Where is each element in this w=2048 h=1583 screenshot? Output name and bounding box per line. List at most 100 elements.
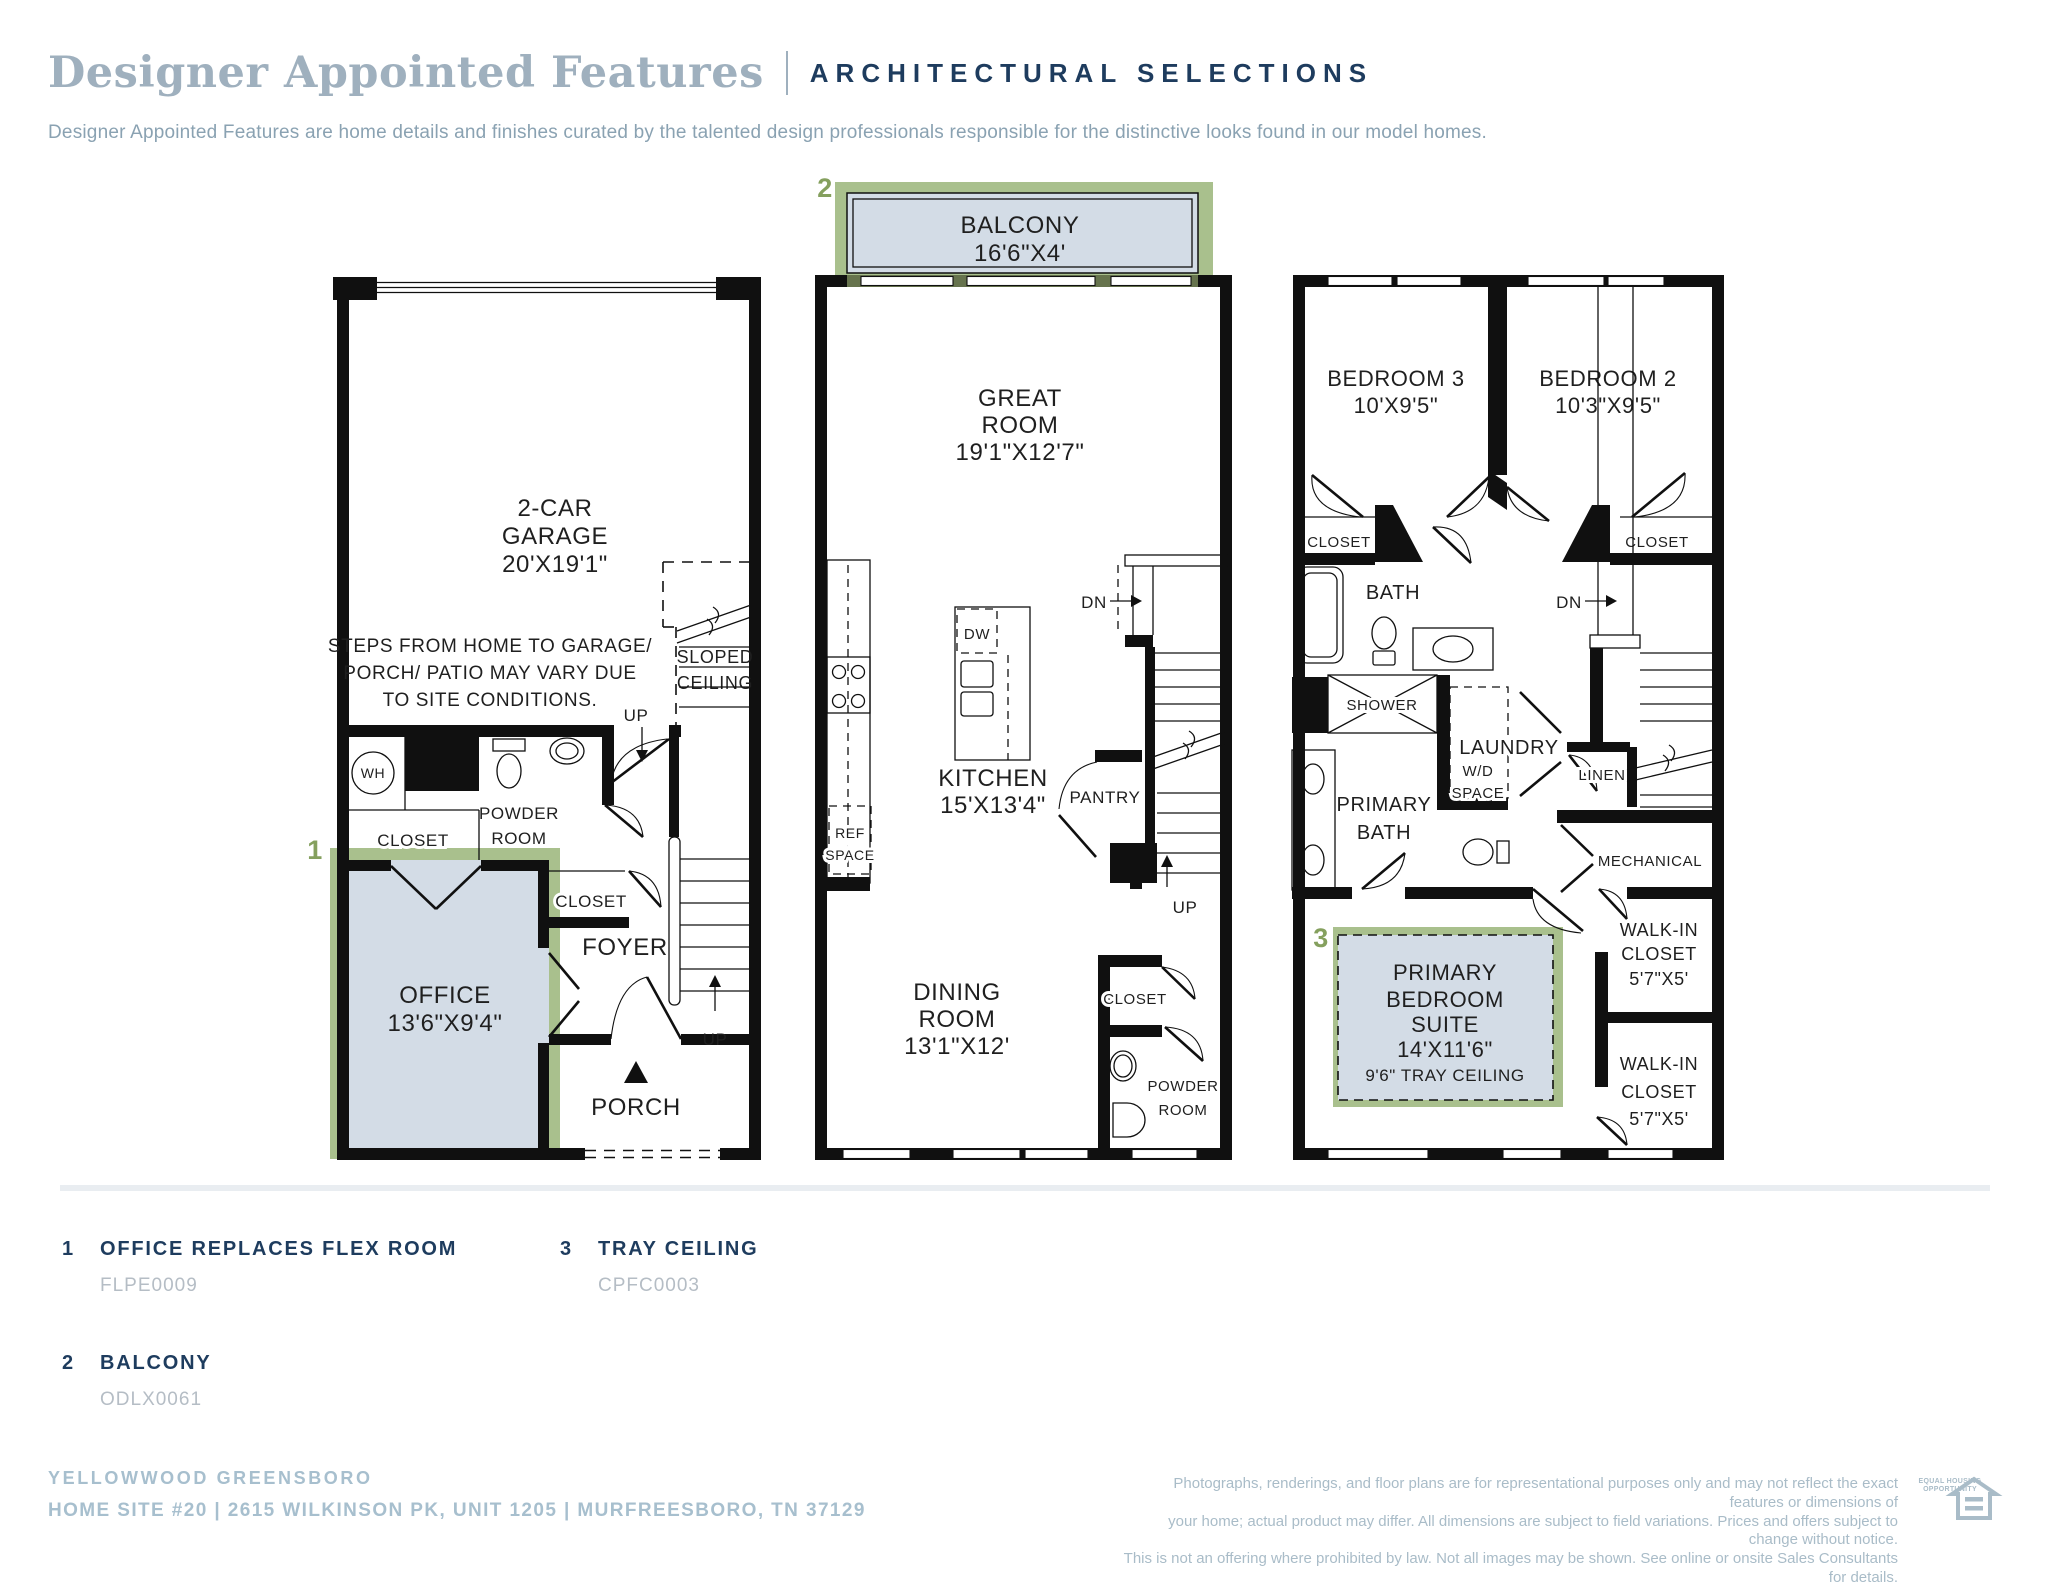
dn-label: DN bbox=[1081, 593, 1107, 612]
bedroom3-label: BEDROOM 3 bbox=[1327, 366, 1464, 391]
pantry-label: PANTRY bbox=[1070, 788, 1141, 807]
sloped-ceiling-label: CEILING bbox=[677, 673, 753, 693]
legend-number: 1 bbox=[62, 1238, 75, 1260]
wh-label: WH bbox=[361, 765, 386, 781]
site-note: STEPS FROM HOME TO GARAGE/ bbox=[328, 636, 652, 657]
primary-bath-label: PRIMARY bbox=[1337, 794, 1432, 816]
balcony-label: BALCONY bbox=[961, 212, 1080, 239]
kitchen-counter bbox=[822, 559, 872, 891]
mechanical-label: MECHANICAL bbox=[1598, 853, 1702, 870]
sloped-ceiling-boundary bbox=[662, 561, 749, 737]
page-title: Designer Appointed Features bbox=[48, 48, 764, 98]
office-foyer-doors bbox=[548, 952, 580, 1038]
front-door bbox=[610, 976, 683, 1040]
kitchen-dims: 15'X13'4" bbox=[940, 792, 1046, 819]
legend-title: OFFICE REPLACES FLEX ROOM bbox=[100, 1238, 458, 1260]
powder-room-label: POWDER bbox=[479, 804, 559, 823]
stairs bbox=[668, 604, 752, 1011]
legend-item-1: 1 OFFICE REPLACES FLEX ROOM FLPE0009 bbox=[62, 1238, 457, 1297]
interior-walls bbox=[349, 725, 749, 1148]
powder-room-label: ROOM bbox=[1158, 1102, 1207, 1119]
disclaimer-line: Photographs, renderings, and floor plans… bbox=[1173, 1475, 1898, 1511]
stairs bbox=[1589, 287, 1713, 808]
title-divider-bar bbox=[785, 51, 788, 95]
bath-fixtures bbox=[1296, 526, 1494, 671]
closet-upper-label: CLOSET bbox=[377, 831, 449, 850]
suite-walls bbox=[1292, 887, 1712, 934]
garage-dims: 20'X19'1" bbox=[502, 551, 608, 578]
dishwasher-label: DW bbox=[964, 626, 990, 643]
powder-room-label: ROOM bbox=[491, 829, 546, 848]
disclaimer-line: your home; actual product may differ. Al… bbox=[1168, 1512, 1898, 1549]
walkin-closet-top-label: CLOSET bbox=[1621, 944, 1697, 964]
legend-number: 2 bbox=[62, 1352, 75, 1374]
garage-entry-door bbox=[610, 737, 670, 785]
sloped-ceiling-label: SLOPED bbox=[677, 647, 754, 667]
bedroom-divider-wall bbox=[1446, 275, 1550, 523]
eho-text: OPPORTUNITY bbox=[1923, 1486, 1977, 1494]
exterior-walls bbox=[815, 275, 1232, 1160]
equal-housing-logo: EQUAL HOUSING OPPORTUNITY bbox=[1918, 1476, 2003, 1520]
up-door-arrow bbox=[636, 727, 648, 762]
floorplan-main-level: 2 BALCONY 16'6"X4' GREAT ROOM 19'1"X12'7… bbox=[815, 173, 1232, 1160]
kitchen-label: KITCHEN bbox=[938, 765, 1048, 792]
primary-suite-label: PRIMARY bbox=[1393, 960, 1497, 985]
section-divider bbox=[60, 1185, 1990, 1191]
primary-suite-dims: 14'X11'6" bbox=[1397, 1037, 1493, 1062]
porch-open-edge bbox=[585, 1148, 720, 1160]
laundry-label: LAUNDRY bbox=[1459, 737, 1558, 759]
laundry-walls bbox=[1437, 675, 1562, 810]
shower-label: SHOWER bbox=[1346, 697, 1417, 714]
primary-suite-label: BEDROOM bbox=[1386, 987, 1504, 1012]
legend-item-3: 3 TRAY CEILING CPFC0003 bbox=[560, 1238, 759, 1297]
bedroom2-label: BEDROOM 2 bbox=[1539, 366, 1676, 391]
walkin-closet-top-label: WALK-IN bbox=[1620, 920, 1699, 940]
primary-suite-ceiling: 9'6" TRAY CEILING bbox=[1365, 1066, 1524, 1085]
mechanical-walls bbox=[1557, 810, 1712, 893]
dn-arrow bbox=[1585, 595, 1617, 607]
water-heater-icon bbox=[349, 737, 479, 811]
shower bbox=[1292, 674, 1438, 734]
closet-lower-label: CLOSET bbox=[555, 892, 627, 911]
home-site-address: HOME SITE #20 | 2615 WILKINSON PK, UNIT … bbox=[48, 1500, 866, 1521]
wd-space-label: W/D bbox=[1463, 763, 1494, 780]
closet-label: CLOSET bbox=[1103, 991, 1167, 1008]
dn-label: DN bbox=[1556, 593, 1582, 612]
primary-suite-highlight bbox=[1333, 927, 1563, 1107]
kitchen-island bbox=[954, 606, 1031, 761]
ref-space-label: REF bbox=[835, 825, 865, 841]
primary-bath-label: BATH bbox=[1357, 822, 1411, 844]
legend-code: ODLX0061 bbox=[100, 1389, 203, 1410]
balcony-highlight bbox=[835, 182, 1213, 283]
closet-walls bbox=[1098, 955, 1196, 1160]
walkin-closet-bottom-label: CLOSET bbox=[1621, 1082, 1697, 1102]
porch-label: PORCH bbox=[591, 1094, 681, 1121]
eho-text: EQUAL HOUSING bbox=[1918, 1478, 1982, 1485]
site-note: PORCH/ PATIO MAY VARY DUE bbox=[343, 663, 636, 684]
powder-room-door bbox=[604, 804, 644, 838]
office-dims: 13'6"X9'4" bbox=[388, 1010, 503, 1037]
header-description: Designer Appointed Features are home det… bbox=[48, 122, 1487, 143]
primary-suite-label: SUITE bbox=[1411, 1012, 1479, 1037]
walkin-closet-walls bbox=[1595, 952, 1712, 1146]
powder-room-fixtures bbox=[1109, 1026, 1204, 1138]
sink-icon bbox=[549, 737, 585, 765]
office-label: OFFICE bbox=[399, 982, 491, 1009]
great-room-label: GREAT bbox=[978, 385, 1062, 412]
legend-number: 3 bbox=[560, 1238, 573, 1260]
bedroom3-dims: 10'X9'5" bbox=[1354, 393, 1439, 418]
dining-room-dims: 13'1"X12' bbox=[904, 1033, 1010, 1060]
callout-2: 2 bbox=[817, 173, 833, 203]
foyer-label: FOYER bbox=[582, 934, 668, 961]
dining-room-label: DINING bbox=[913, 979, 1001, 1006]
up-stairs-label: UP bbox=[703, 1030, 728, 1049]
toilet-icon bbox=[492, 738, 526, 789]
callout-1: 1 bbox=[307, 835, 323, 865]
lower-closet-walls bbox=[549, 870, 662, 908]
closet-left-walls bbox=[1305, 473, 1423, 565]
equal-housing-house-icon bbox=[1945, 1476, 2003, 1520]
garage-label: 2-CAR bbox=[517, 495, 592, 522]
bath-label: BATH bbox=[1366, 582, 1420, 604]
disclaimer: Photographs, renderings, and floor plans… bbox=[1118, 1475, 1898, 1583]
ref-space-label: SPACE bbox=[825, 847, 874, 863]
